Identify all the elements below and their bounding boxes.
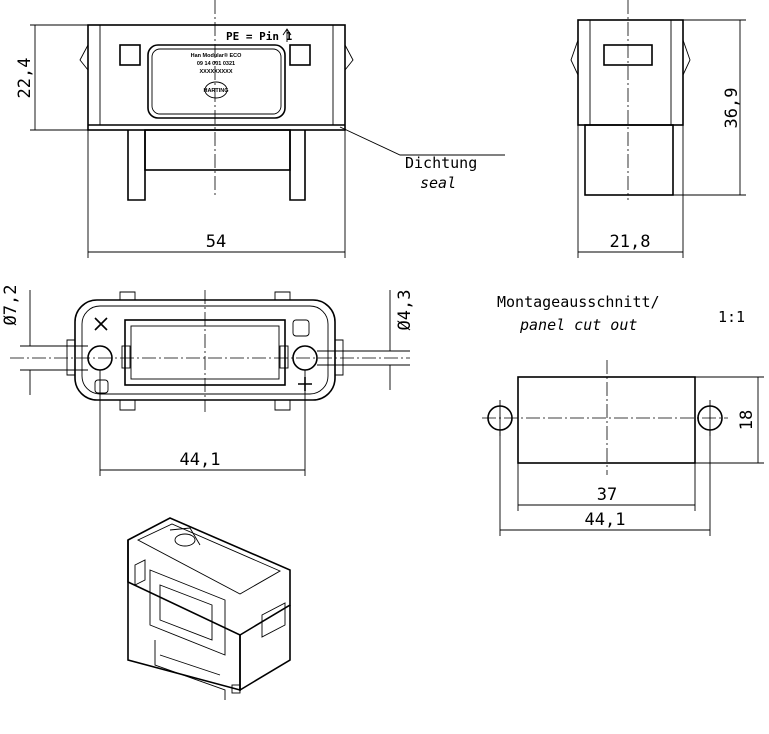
- harting-logo-text: HARTING: [203, 88, 228, 94]
- dim-cutout-width-37: 37: [597, 485, 617, 505]
- dim-cutout-height-18: 18: [737, 410, 757, 430]
- dim-height-36-9: 36,9: [722, 88, 742, 129]
- cross-mark-icon: [94, 317, 108, 331]
- harting-logo: [204, 81, 228, 99]
- seal-label-de: Dichtung: [405, 154, 477, 172]
- cutout-title-de: Montageausschnitt/: [497, 293, 660, 311]
- part-number: 09 14 001 0321: [197, 61, 235, 67]
- dim-diameter-7-2: Ø7,2: [1, 285, 21, 326]
- dim-cutout-hole-spacing-44-1: 44,1: [585, 510, 626, 530]
- dim-width-54: 54: [206, 232, 226, 252]
- product-name: Han Modular® ECO: [191, 52, 243, 59]
- dim-width-21-8: 21,8: [610, 232, 651, 252]
- dim-hole-spacing-44-1: 44,1: [180, 450, 221, 470]
- dim-height-22-4: 22,4: [15, 58, 35, 99]
- isometric-view: [127, 517, 291, 700]
- serial-placeholder: XXXXXXXXX: [199, 69, 232, 75]
- cutout-title-en: panel cut out: [519, 316, 637, 334]
- scale-label: 1:1: [718, 308, 745, 326]
- seal-label-en: seal: [420, 174, 456, 192]
- panel-cutout-view: Montageausschnitt/ panel cut out 1:1 18 …: [482, 293, 764, 536]
- top-view: Ø7,2 Ø4,3 44,1: [1, 285, 415, 476]
- dim-diameter-4-3: Ø4,3: [395, 290, 415, 331]
- front-view: Han Modular® ECO 09 14 001 0321 XXXXXXXX…: [15, 0, 505, 258]
- side-view: 36,9 21,8: [570, 0, 746, 258]
- pe-pin-label: PE = Pin 1: [226, 30, 293, 43]
- arrow-up-icon: [282, 28, 292, 42]
